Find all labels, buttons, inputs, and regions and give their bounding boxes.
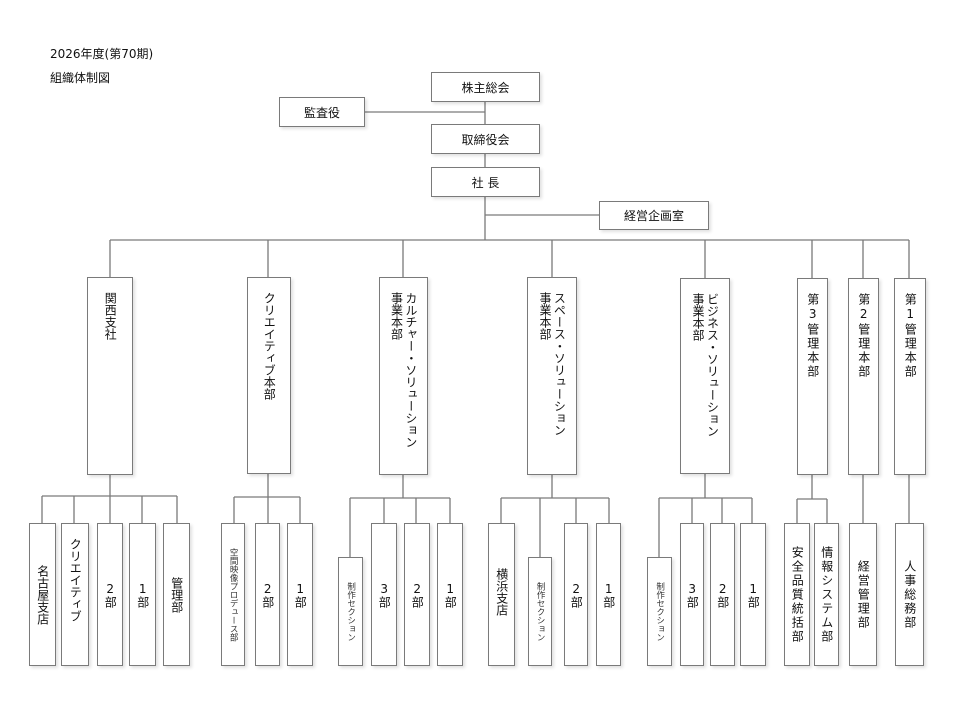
unit-label: 2部 bbox=[260, 581, 275, 608]
unit-box: 制作セクション bbox=[647, 557, 672, 666]
unit-label: 制作セクション bbox=[535, 581, 546, 642]
unit-label: 人事総務部 bbox=[902, 559, 917, 630]
unit-box: 2部 bbox=[97, 523, 123, 666]
division-label: クリエイティブ本部 bbox=[262, 292, 277, 400]
division-business-box: ビジネス・ソリューション 事業本部 bbox=[680, 278, 730, 474]
division-admin1-box: 第1管理本部 bbox=[894, 278, 926, 475]
unit-label: 管理部 bbox=[169, 576, 184, 613]
unit-box: 1部 bbox=[129, 523, 156, 666]
division-kansai-box: 関西支社 bbox=[87, 277, 133, 475]
unit-label: 経営管理部 bbox=[856, 559, 871, 630]
unit-box: 制作セクション bbox=[528, 557, 552, 666]
shareholders-label: 株主総会 bbox=[461, 80, 510, 95]
unit-label: 1部 bbox=[601, 581, 616, 608]
division-label: スペース・ソリューション 事業本部 bbox=[538, 292, 567, 436]
unit-box: 3部 bbox=[680, 523, 704, 666]
division-culture-box: カルチャー・ソリューション 事業本部 bbox=[379, 277, 428, 475]
unit-box: 情報システム部 bbox=[814, 523, 839, 666]
unit-label: 3部 bbox=[377, 581, 392, 608]
division-label: 第2管理本部 bbox=[856, 293, 871, 379]
unit-label: 名古屋支店 bbox=[35, 564, 50, 625]
board-box: 取締役会 bbox=[431, 124, 540, 154]
unit-label: 制作セクション bbox=[654, 581, 665, 642]
division-admin3-box: 第3管理本部 bbox=[797, 278, 828, 475]
planning-office-box: 経営企画室 bbox=[599, 201, 709, 230]
division-label: 第1管理本部 bbox=[903, 293, 918, 379]
unit-box: 3部 bbox=[371, 523, 397, 666]
planning-office-label: 経営企画室 bbox=[623, 209, 684, 223]
board-label: 取締役会 bbox=[461, 132, 510, 147]
unit-box: 制作セクション bbox=[338, 557, 363, 666]
unit-box: 2部 bbox=[255, 523, 280, 666]
unit-box: 人事総務部 bbox=[895, 523, 924, 666]
unit-label: 制作セクション bbox=[345, 581, 356, 642]
division-label: 第3管理本部 bbox=[805, 293, 820, 379]
unit-label: 2部 bbox=[569, 581, 584, 608]
unit-label: 安全品質統括部 bbox=[790, 545, 805, 644]
unit-label: 2部 bbox=[410, 581, 425, 608]
unit-label: クリエイティブ bbox=[68, 538, 83, 622]
unit-box: 安全品質統括部 bbox=[784, 523, 810, 666]
unit-box: クリエイティブ bbox=[61, 523, 89, 666]
unit-label: 情報システム部 bbox=[819, 545, 834, 644]
president-box: 社 長 bbox=[431, 167, 540, 197]
unit-box: 1部 bbox=[287, 523, 313, 666]
division-space-box: スペース・ソリューション 事業本部 bbox=[527, 277, 577, 475]
unit-box: 2部 bbox=[564, 523, 588, 666]
unit-box: 1部 bbox=[437, 523, 463, 666]
unit-label: 1部 bbox=[443, 581, 458, 608]
unit-box: 経営管理部 bbox=[849, 523, 877, 666]
unit-label: 1部 bbox=[293, 581, 308, 608]
division-label: カルチャー・ソリューション 事業本部 bbox=[389, 292, 418, 448]
shareholders-box: 株主総会 bbox=[431, 72, 540, 102]
unit-box: 名古屋支店 bbox=[29, 523, 56, 666]
unit-box: 横浜支店 bbox=[488, 523, 515, 666]
division-label: ビジネス・ソリューション 事業本部 bbox=[691, 293, 720, 437]
auditor-box: 監査役 bbox=[279, 97, 365, 127]
unit-box: 2部 bbox=[404, 523, 430, 666]
unit-box: 空間映像プロデュース部 bbox=[221, 523, 245, 666]
division-admin2-box: 第2管理本部 bbox=[848, 278, 879, 475]
division-label: 関西支社 bbox=[103, 292, 118, 340]
unit-label: 空間映像プロデュース部 bbox=[228, 547, 239, 642]
auditor-label: 監査役 bbox=[303, 105, 340, 120]
division-creative-box: クリエイティブ本部 bbox=[247, 277, 291, 474]
fiscal-year-label: 2026年度(第70期) bbox=[50, 47, 154, 61]
unit-label: 横浜支店 bbox=[494, 568, 509, 616]
unit-label: 2部 bbox=[715, 581, 730, 608]
unit-label: 3部 bbox=[685, 581, 700, 608]
unit-box: 2部 bbox=[710, 523, 735, 666]
unit-box: 管理部 bbox=[163, 523, 190, 666]
unit-label: 1部 bbox=[746, 581, 761, 608]
unit-label: 2部 bbox=[103, 581, 118, 608]
unit-label: 1部 bbox=[135, 581, 150, 608]
president-label: 社 長 bbox=[471, 175, 500, 190]
unit-box: 1部 bbox=[740, 523, 766, 666]
chart-title: 組織体制図 bbox=[50, 71, 111, 85]
unit-box: 1部 bbox=[596, 523, 621, 666]
